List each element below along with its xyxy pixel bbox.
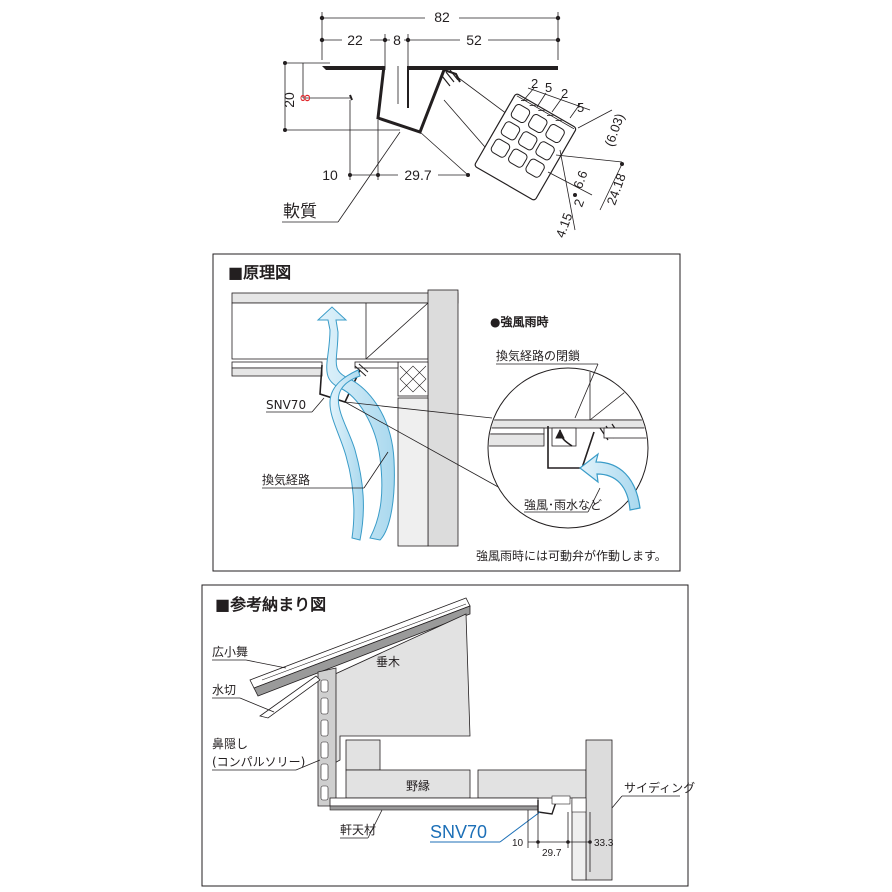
dim-total-text: 82 — [434, 9, 450, 25]
dimension-total: 82 — [319, 8, 561, 60]
ref-dim-a: 10 — [512, 838, 524, 849]
ref-dim-c: 33.3 — [594, 838, 614, 849]
vent-dim-b: 5 — [545, 80, 552, 95]
wind-label: 強風･雨水など — [524, 498, 602, 512]
vent-dim-f: 2 — [571, 197, 588, 209]
storm-detail-circle — [487, 367, 649, 529]
vent-dim-a: 2 — [531, 76, 538, 91]
vent-dim-c: 2 — [561, 86, 568, 101]
vent-dim-h: 24.18 — [604, 171, 629, 207]
vent-dim-e: 6.6 — [570, 169, 590, 191]
closure-label: 換気経路の閉鎖 — [496, 348, 580, 363]
airflow-arrows — [316, 306, 395, 541]
dimension-segments: 22 8 52 — [319, 32, 561, 70]
dim-height-red-text: 8 — [297, 94, 313, 102]
principle-caption: 強風雨時には可動弁が作動します。 — [476, 548, 667, 563]
dimension-height: 20 8 — [281, 61, 400, 132]
label-nokitenzai: 軒天材 — [340, 823, 376, 837]
label-hirokomai: 広小舞 — [212, 645, 248, 659]
soft-material-callout: 軟質 — [282, 131, 401, 223]
label-siding: サイディング — [624, 780, 695, 795]
label-taruki: 垂木 — [376, 655, 400, 669]
vent-paren-dim: (6.03) — [602, 111, 628, 148]
label-mizukiri: 水切 — [212, 683, 236, 697]
vent-detail — [474, 93, 577, 201]
principle-path-label: 換気経路 — [262, 472, 310, 487]
label-hanakakushi: 鼻隠し — [212, 736, 248, 751]
profile-section: 82 22 8 52 20 8 — [281, 8, 629, 240]
soft-label: 軟質 — [283, 202, 317, 222]
reference-snv70-label: SNV70 — [430, 822, 487, 842]
dim-bottom-left-text: 10 — [322, 167, 338, 183]
dim-bottom-right-text: 29.7 — [404, 167, 431, 183]
snv70-profile — [322, 65, 558, 134]
reference-structure — [249, 597, 613, 881]
ref-dim-b: 29.7 — [542, 848, 562, 859]
vent-dim-g: 4.15 — [553, 211, 576, 240]
reference-title: ■参考納まり図 — [215, 595, 326, 614]
dim-mid-text: 8 — [393, 32, 401, 48]
principle-panel: ■原理図 SNV70 換気経路 — [212, 253, 681, 572]
dim-left-text: 22 — [347, 32, 363, 48]
reference-dimensions: 10 29.7 33.3 — [512, 810, 614, 872]
principle-title: ■原理図 — [228, 263, 291, 282]
reference-panel: ■参考納まり図 — [201, 584, 695, 887]
label-hanakakushi-sub: (コンパルソリー) — [212, 755, 305, 769]
storm-heading: ●強風雨時 — [490, 314, 548, 329]
principle-snv70-label: SNV70 — [266, 398, 306, 412]
label-nobuchi: 野縁 — [406, 778, 430, 793]
dim-right-text: 52 — [466, 32, 482, 48]
dimension-bottom: 10 29.7 — [322, 100, 470, 183]
vent-dim-d: 5 — [577, 100, 584, 115]
dim-height-text: 20 — [281, 92, 297, 108]
